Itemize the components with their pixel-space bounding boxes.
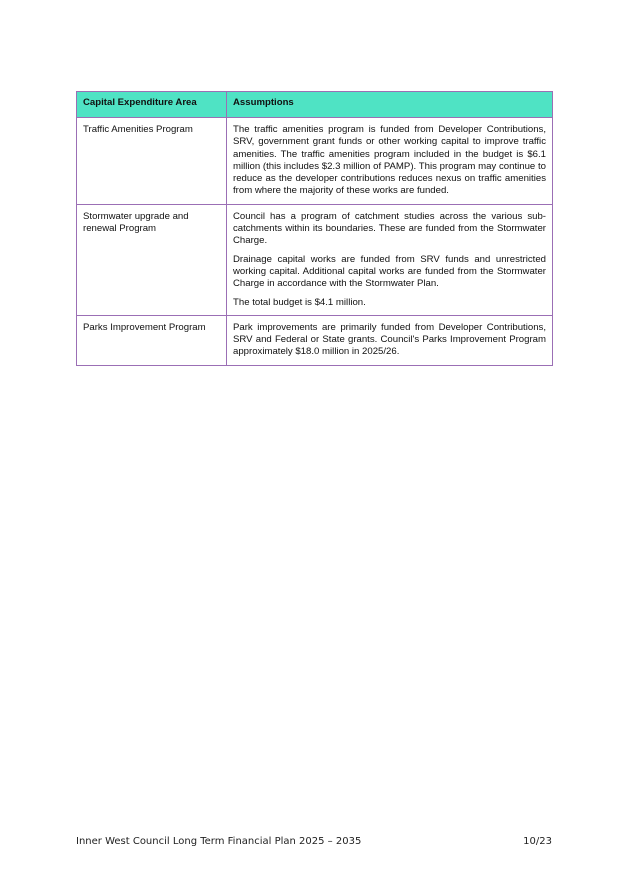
capital-expenditure-assumptions-table: Capital Expenditure Area Assumptions Tra… [76, 91, 553, 366]
footer-page-number: 10/23 [523, 836, 552, 847]
assumption-paragraph: Council has a program of catchment studi… [233, 210, 546, 247]
header-capital-expenditure-area: Capital Expenditure Area [76, 91, 227, 118]
assumption-paragraph: Park improvements are primarily funded f… [233, 321, 546, 358]
table-row: Traffic Amenities Program The traffic am… [76, 117, 553, 205]
table-row: Parks Improvement Program Park improveme… [76, 314, 553, 366]
footer-document-title: Inner West Council Long Term Financial P… [76, 836, 362, 847]
header-assumptions: Assumptions [226, 91, 553, 118]
assumptions-cell: Park improvements are primarily funded f… [226, 314, 553, 366]
area-cell: Parks Improvement Program [76, 314, 227, 366]
assumptions-cell: The traffic amenities program is funded … [226, 117, 553, 205]
table-row: Stormwater upgrade and renewal Program C… [76, 203, 553, 316]
assumption-paragraph: The total budget is $4.1 million. [233, 296, 366, 308]
assumption-paragraph: Drainage capital works are funded from S… [233, 253, 546, 290]
area-cell: Stormwater upgrade and renewal Program [76, 203, 227, 316]
area-cell: Traffic Amenities Program [76, 117, 227, 205]
table-header-row: Capital Expenditure Area Assumptions [76, 91, 553, 118]
assumptions-cell: Council has a program of catchment studi… [226, 203, 553, 316]
assumption-paragraph: The traffic amenities program is funded … [233, 124, 546, 197]
